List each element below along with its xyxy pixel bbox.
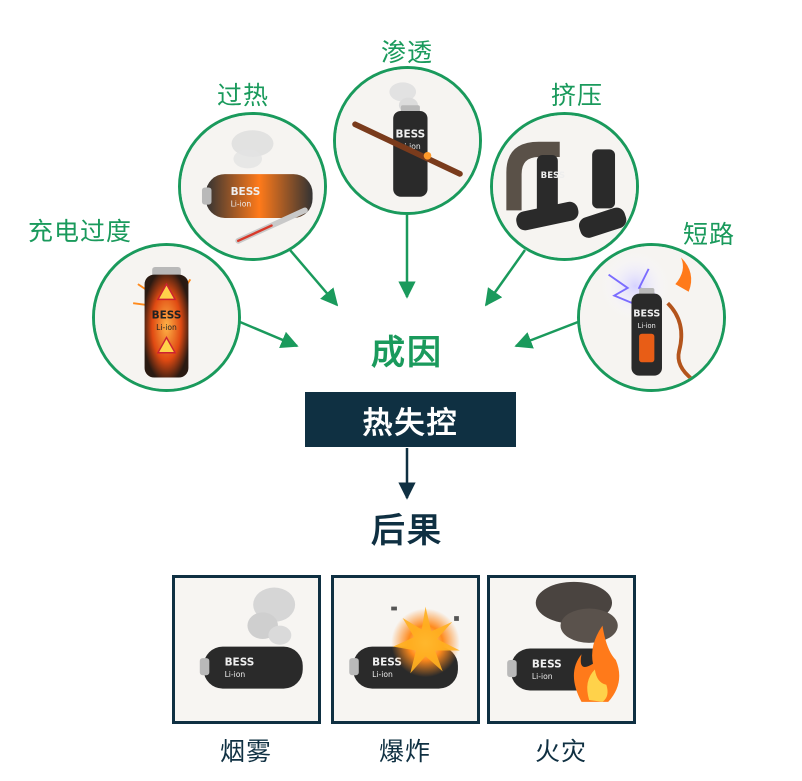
- arrow-short-circuit: [516, 322, 578, 346]
- short-circuit-battery-icon: BESS Li-ion: [580, 246, 723, 389]
- arrow-overheat: [290, 250, 337, 305]
- battery-brand-text: BESS: [532, 659, 562, 671]
- battery-brand-text: BESS: [231, 186, 261, 198]
- causes-label: 成因: [371, 325, 443, 374]
- exploding-battery-icon: BESS Li-ion: [334, 578, 477, 721]
- nail-penetration-battery-icon: BESS Li-ion: [336, 69, 479, 212]
- cause-label-short-circuit: 短路: [683, 215, 735, 251]
- battery-brand-text: BESS: [395, 129, 425, 141]
- battery-type-text: Li-ion: [225, 670, 246, 679]
- smoking-battery-icon: BESS Li-ion: [175, 578, 318, 721]
- cause-label-crush: 挤压: [551, 76, 603, 112]
- burning-battery-icon: BESS Li-ion: [490, 578, 633, 721]
- thermal-runaway-title: 热失控: [305, 392, 516, 447]
- cause-label-overheat: 过热: [217, 76, 269, 112]
- crushed-battery-vise-icon: BESS: [493, 115, 636, 258]
- battery-brand-text: BESS: [225, 657, 255, 669]
- battery-brand-text: BESS: [633, 309, 660, 320]
- overheated-battery-thermometer-icon: BESS Li-ion: [181, 115, 324, 258]
- battery-brand-text: BESS: [152, 309, 182, 321]
- overcharged-battery-icon: BESS Li-ion: [95, 246, 238, 389]
- battery-type-text: Li-ion: [638, 322, 656, 330]
- cause-label-overcharge: 充电过度: [28, 212, 132, 248]
- cause-circle-overheat: BESS Li-ion: [178, 112, 327, 261]
- battery-type-text: Li-ion: [231, 200, 252, 209]
- effect-box-smoke: BESS Li-ion: [172, 575, 321, 724]
- effect-box-explosion: BESS Li-ion: [331, 575, 480, 724]
- effect-label-smoke: 烟雾: [220, 732, 272, 768]
- arrow-crush: [486, 250, 525, 305]
- cause-label-penetration: 渗透: [381, 33, 433, 69]
- battery-type-text: Li-ion: [532, 672, 553, 681]
- battery-type-text: Li-ion: [372, 670, 393, 679]
- effect-label-explosion: 爆炸: [379, 732, 431, 768]
- consequences-label: 后果: [371, 503, 443, 552]
- effect-label-fire: 火灾: [535, 732, 587, 768]
- cause-circle-short-circuit: BESS Li-ion: [577, 243, 726, 392]
- cause-circle-crush: BESS: [490, 112, 639, 261]
- effect-box-fire: BESS Li-ion: [487, 575, 636, 724]
- cause-circle-penetration: BESS Li-ion: [333, 66, 482, 215]
- arrow-overcharge: [240, 322, 297, 346]
- battery-brand-text: BESS: [541, 171, 565, 181]
- battery-type-text: Li-ion: [156, 323, 177, 332]
- cause-circle-overcharge: BESS Li-ion: [92, 243, 241, 392]
